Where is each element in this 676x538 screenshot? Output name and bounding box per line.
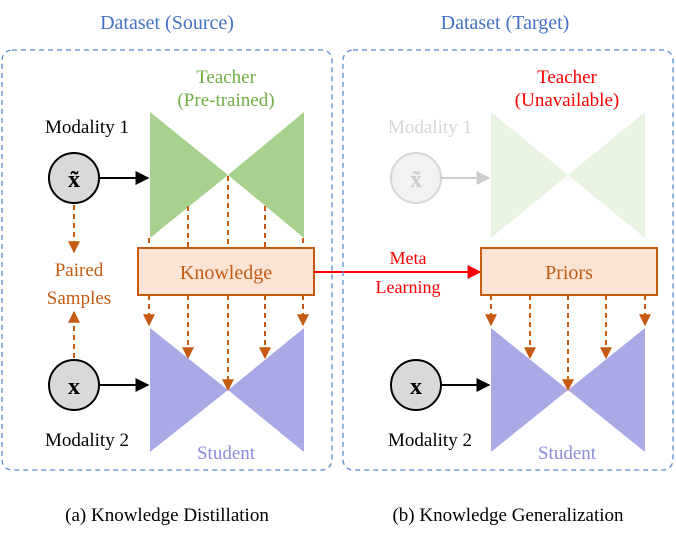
student-b-label: Student [538, 443, 597, 464]
panel-a: Dataset (Source) Teacher (Pre-trained) M… [1, 12, 333, 526]
panel-b-header: Dataset (Target) [441, 12, 570, 34]
input-node-b-label: x [410, 374, 422, 400]
modality-1-faded-label: Modality 1 [388, 117, 472, 138]
panel-b-caption: (b) Knowledge Generalization [392, 505, 624, 526]
priors-to-student-arrows [485, 295, 651, 392]
student-encoder [150, 328, 228, 452]
input-node-bottom-label: x [68, 374, 80, 400]
samples-label: Samples [47, 288, 111, 309]
priors-box [480, 247, 658, 296]
teacher-sublabel: (Pre-trained) [177, 90, 274, 111]
learning-label: Learning [376, 277, 441, 297]
teacher-unavailable-label: Teacher [537, 67, 598, 88]
input-node-top-label: x̃ [68, 167, 80, 193]
teacher-decoder [228, 112, 304, 238]
priors-label: Priors [545, 262, 593, 284]
student-b-decoder [568, 328, 645, 452]
modality-2-label: Modality 2 [45, 430, 129, 451]
teacher-encoder [150, 112, 228, 238]
knowledge-to-student-arrows [143, 295, 309, 392]
panel-a-header: Dataset (Source) [100, 12, 234, 34]
teacher-faded-encoder [491, 112, 568, 238]
modality-2-b-label: Modality 2 [388, 430, 472, 451]
source-dataset-box [1, 49, 333, 471]
teacher-faded-decoder [568, 112, 645, 238]
knowledge-label: Knowledge [180, 262, 272, 284]
student-label: Student [197, 443, 256, 464]
modality-1-label: Modality 1 [45, 117, 129, 138]
panel-b: Dataset (Target) Teacher (Unavailable) M… [342, 12, 674, 526]
paired-label: Paired [55, 260, 104, 281]
teacher-to-knowledge-arrows [148, 176, 304, 248]
teacher-label: Teacher [196, 67, 257, 88]
input-node-faded-label: x̃ [410, 167, 422, 193]
target-dataset-box [342, 49, 674, 471]
teacher-unavailable-sublabel: (Unavailable) [515, 90, 619, 111]
student-decoder [228, 328, 304, 452]
meta-label: Meta [390, 248, 427, 268]
meta-learning-link: Meta Learning [314, 248, 482, 297]
student-b-encoder [491, 328, 568, 452]
panel-a-caption: (a) Knowledge Distillation [65, 505, 269, 526]
